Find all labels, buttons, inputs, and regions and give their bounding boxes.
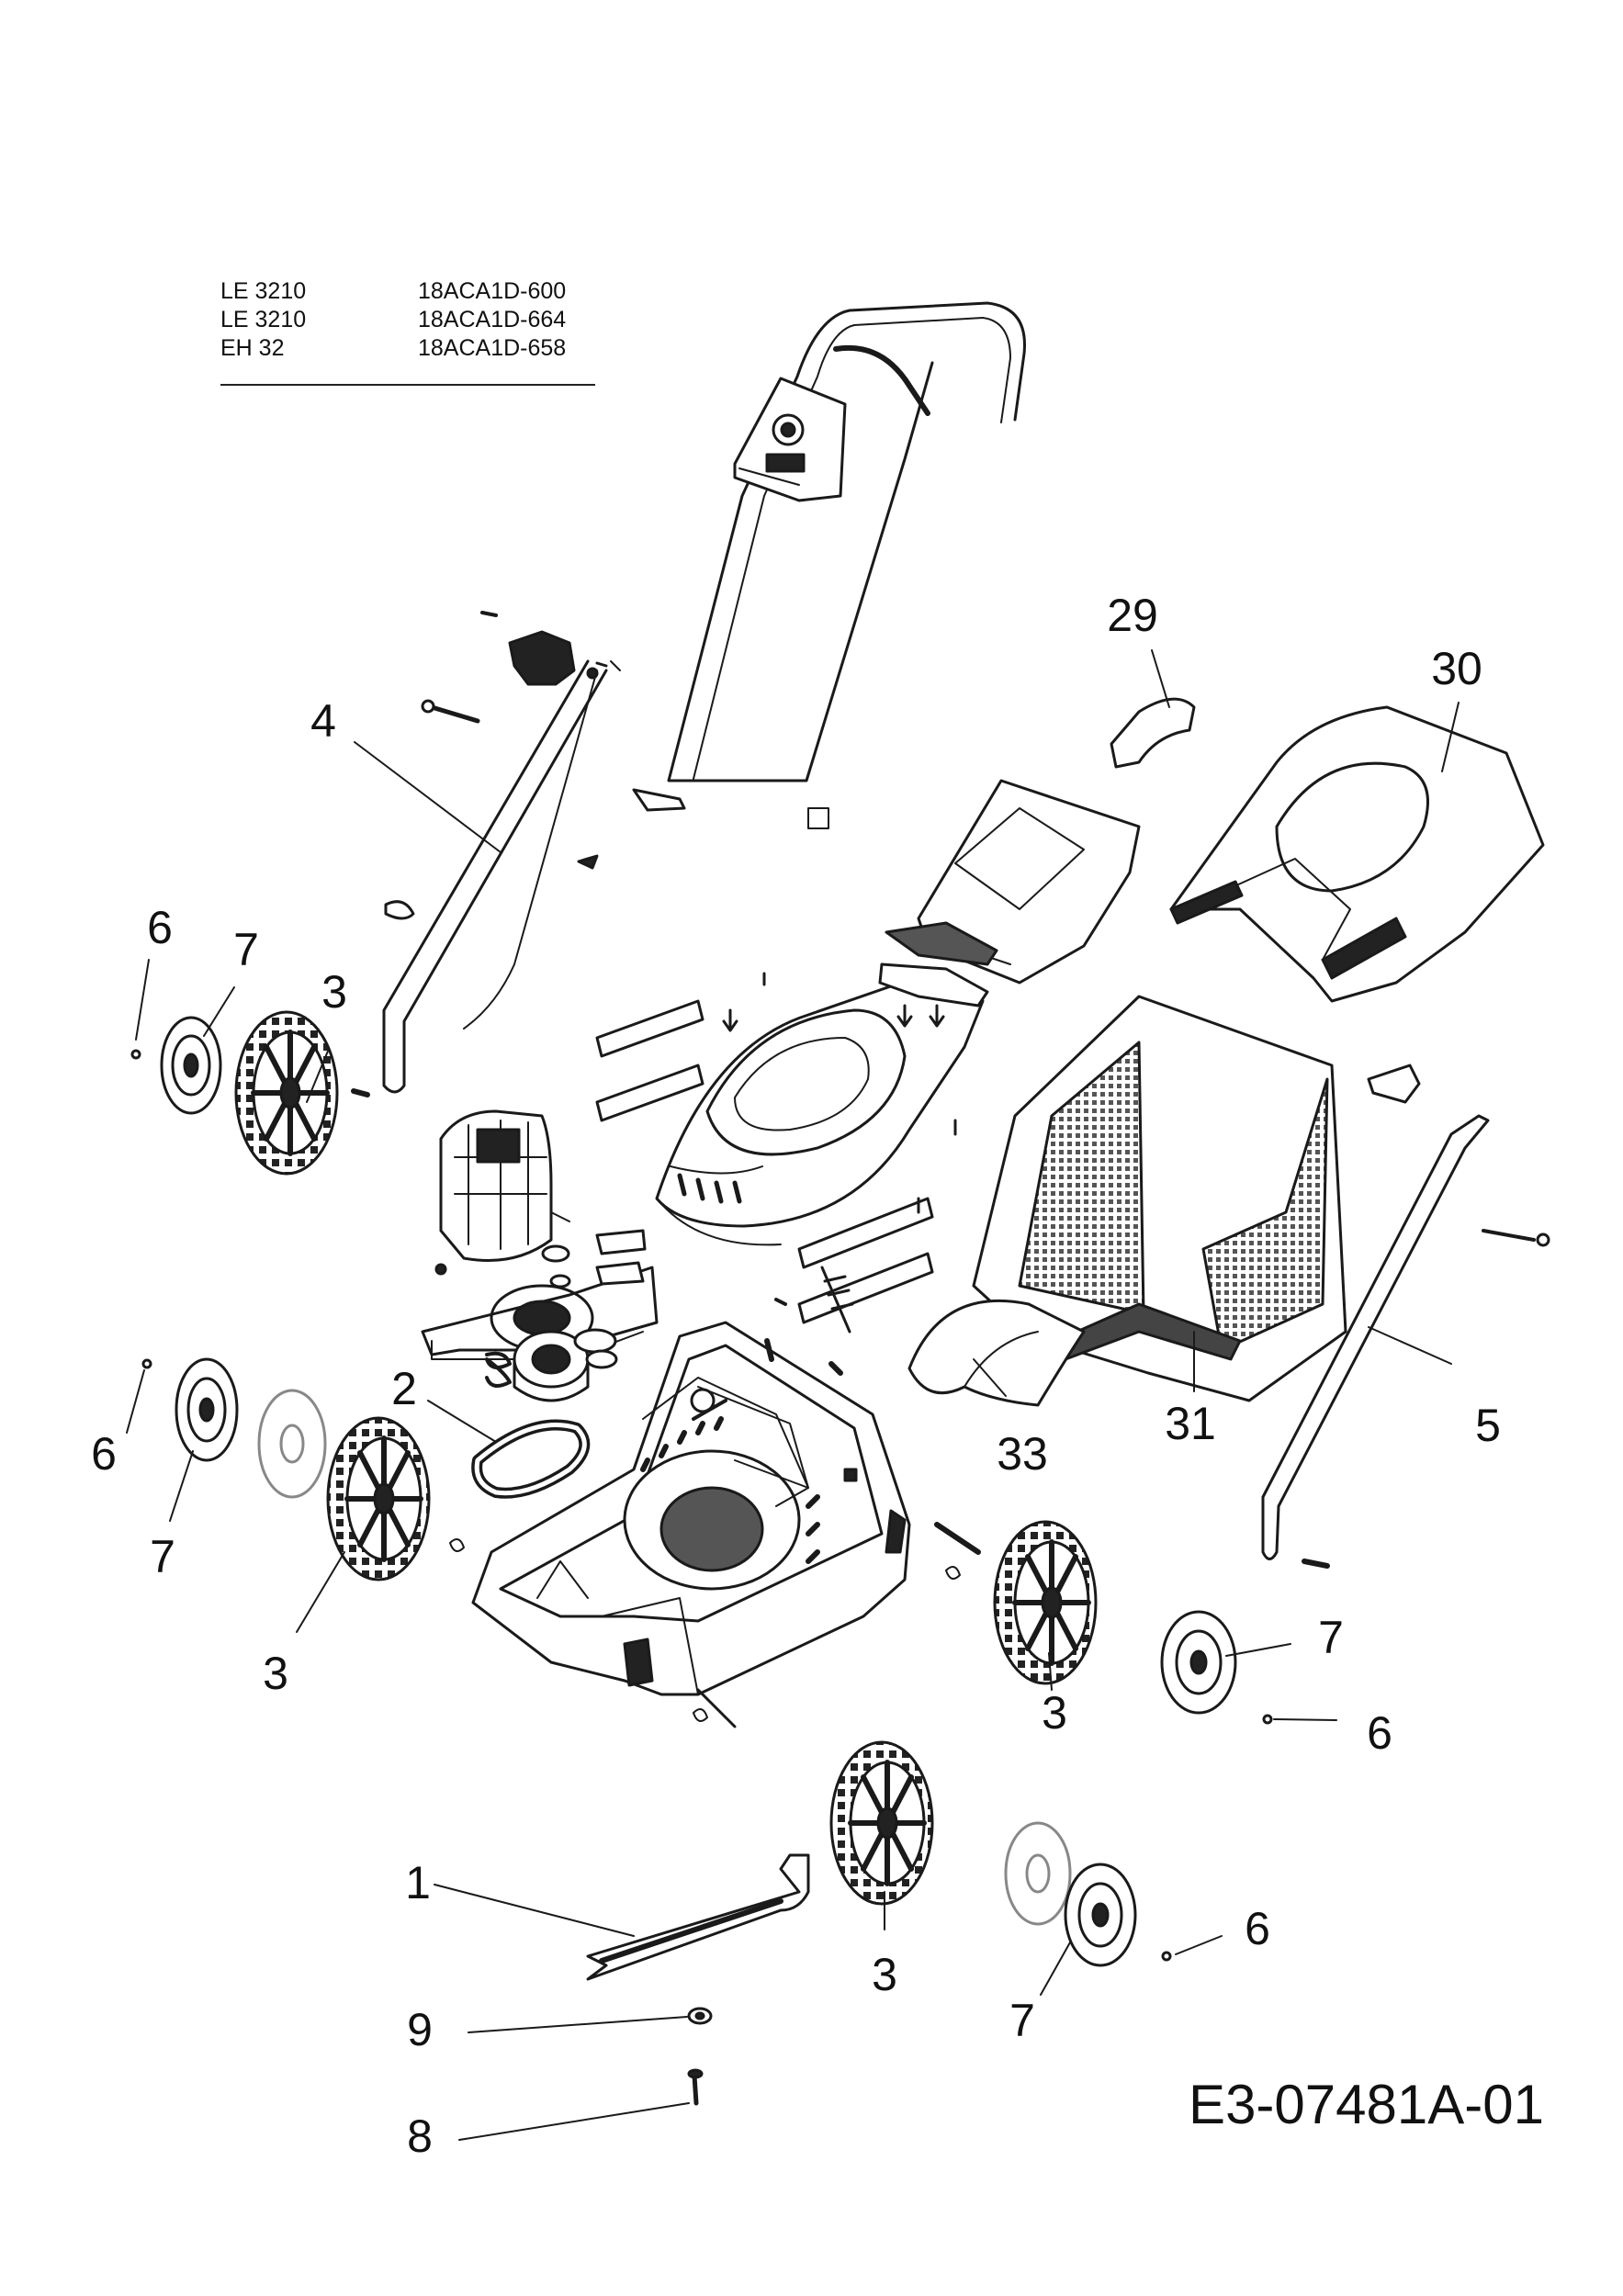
- lower-handle-left: [382, 659, 621, 1094]
- rear-deflector: [907, 1299, 1086, 1407]
- model-table: LE 3210 18ACA1D-600 LE 3210 18ACA1D-664 …: [220, 277, 595, 363]
- wheel-upper-left: [234, 1010, 339, 1176]
- washer-small: [541, 1244, 571, 1289]
- callout-2: 2: [391, 1363, 417, 1414]
- lower-handle-right: [1261, 1114, 1550, 1569]
- callout-6: 6: [1245, 1903, 1270, 1954]
- leader-lines: [126, 649, 1460, 2141]
- callout-8: 8: [407, 2110, 433, 2162]
- model-row: LE 3210 18ACA1D-600: [220, 277, 595, 306]
- pulley-large: [513, 1330, 590, 1402]
- wheel-hubcap-mid-right: [1160, 1610, 1237, 1715]
- callout-1: 1: [405, 1857, 431, 1908]
- gear-small: [573, 1328, 618, 1369]
- wheel-hubcap-upper-left: [160, 1016, 222, 1115]
- model-name: LE 3210: [220, 278, 307, 304]
- model-number: 18ACA1D-664: [418, 307, 567, 332]
- callout-3: 3: [872, 1949, 897, 2000]
- bolt-left: [421, 699, 480, 724]
- switch-box: [733, 377, 847, 502]
- wheel-lower-left: [326, 1416, 431, 1581]
- callout-6: 6: [91, 1428, 117, 1480]
- model-name: LE 3210: [220, 307, 307, 332]
- blade-bolt: [687, 2068, 704, 2106]
- handle-knob: [480, 611, 599, 686]
- wheel-hubcap-lower-left: [175, 1357, 239, 1462]
- model-number: 18ACA1D-600: [418, 278, 567, 304]
- model-number: 18ACA1D-658: [418, 335, 567, 361]
- handle-clamp-right: [1367, 1064, 1421, 1104]
- callout-4: 4: [310, 695, 336, 747]
- callout-3: 3: [1042, 1687, 1067, 1739]
- callout-7: 7: [1009, 1995, 1035, 2046]
- grass-bag-frame: [1169, 705, 1545, 1003]
- blade: [586, 1853, 810, 1981]
- callout-5: 5: [1475, 1400, 1501, 1451]
- callout-9: 9: [407, 2004, 433, 2055]
- axle-clip-left: [449, 1538, 465, 1552]
- motor-cover: [655, 972, 985, 1246]
- callout-3: 3: [263, 1648, 288, 1699]
- callout-6: 6: [147, 902, 173, 953]
- model-row: EH 32 18ACA1D-658: [220, 334, 595, 363]
- handle-clamp-left: [577, 788, 686, 870]
- callout-31: 31: [1165, 1398, 1216, 1449]
- wheel-spacer-lower-left: [257, 1389, 327, 1499]
- motor: [439, 1109, 570, 1262]
- grass-bag-carry-handle: [1110, 697, 1196, 769]
- wheel-hubcap-lower-right: [1064, 1863, 1137, 1967]
- wheel-lower-center: [829, 1740, 934, 1906]
- drawing-code: E3-07481A-01: [1189, 2074, 1544, 2135]
- callout-3: 3: [321, 966, 347, 1018]
- callout-6: 6: [1367, 1707, 1392, 1759]
- retainer-mid-right: [1262, 1714, 1273, 1725]
- model-row: LE 3210 18ACA1D-664: [220, 306, 595, 334]
- model-name: EH 32: [220, 335, 285, 361]
- cover-grip: [878, 921, 998, 1007]
- model-table-rule: [220, 384, 595, 386]
- retainer-lower-right: [1161, 1951, 1172, 1962]
- callout-7: 7: [233, 924, 259, 975]
- drive-belt: [471, 1419, 591, 1499]
- upper-handle: [667, 301, 1026, 829]
- callout-30: 30: [1431, 643, 1482, 694]
- spring: [485, 1351, 512, 1388]
- wheel-spacer-lower-right: [1004, 1821, 1072, 1926]
- retainer-lower-left: [141, 1358, 152, 1369]
- cover-side-strip-right: [797, 1197, 934, 1324]
- axle-clip-right: [693, 1566, 961, 1722]
- retainer-upper-left: [130, 1049, 141, 1060]
- callout-7: 7: [1318, 1612, 1344, 1663]
- bearing: [595, 1229, 647, 1286]
- small-pin: [764, 1266, 854, 1376]
- blade-washer: [687, 2007, 713, 2025]
- mower-deck: [471, 1321, 911, 1696]
- wheel-mid-right: [993, 1520, 1098, 1685]
- callout-29: 29: [1107, 590, 1158, 641]
- arrow-markers: [722, 972, 957, 1214]
- callout-33: 33: [997, 1428, 1048, 1480]
- cover-side-strip-left: [595, 999, 704, 1122]
- callout-7: 7: [150, 1531, 175, 1582]
- deck-axle-rod: [696, 1522, 981, 1728]
- cable-clip-left: [384, 900, 415, 920]
- deflector-flap: [917, 779, 1141, 985]
- screw-left-handle: [351, 1088, 370, 1097]
